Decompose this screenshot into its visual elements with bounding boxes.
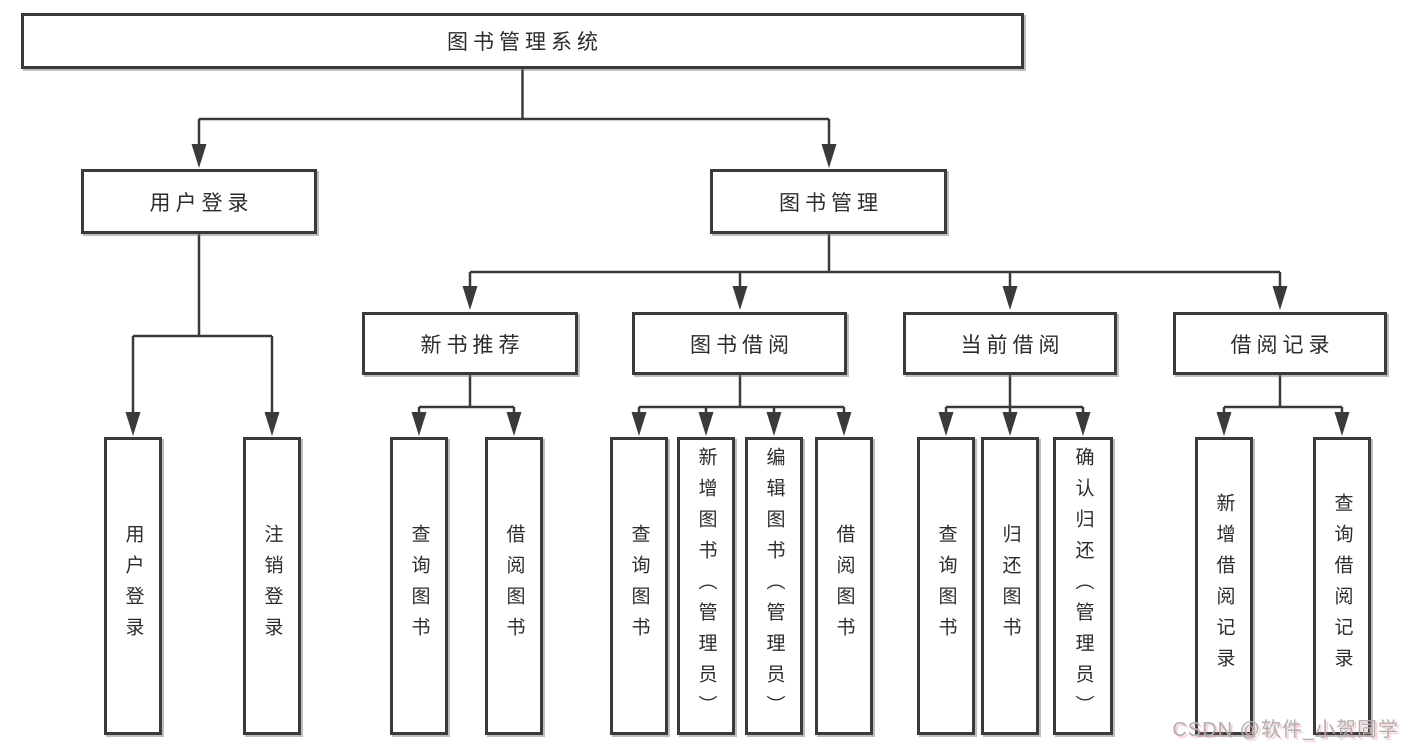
node-current-borrow: 当前借阅 bbox=[903, 312, 1117, 375]
connector-new-book-recommend-to-leaves bbox=[411, 375, 522, 436]
node-book-borrow: 图书借阅 bbox=[632, 312, 847, 375]
node-label: 用户登录 bbox=[149, 191, 254, 215]
connector-line bbox=[197, 69, 831, 146]
node-label: 借阅图书 bbox=[503, 524, 525, 648]
node-label: 查询图书 bbox=[408, 524, 430, 648]
connector-current-borrow-to-leaves bbox=[938, 375, 1091, 436]
arrowhead-icon bbox=[1334, 412, 1350, 436]
node-label: 新增借阅记录 bbox=[1213, 493, 1235, 679]
leaf-add-books-admin: 新增图书（管理员） bbox=[677, 437, 735, 735]
connector-user-login-to-leaves bbox=[125, 234, 280, 436]
connector-line bbox=[417, 375, 516, 414]
arrowhead-icon bbox=[1216, 412, 1232, 436]
arrowhead-icon bbox=[1075, 412, 1091, 436]
arrowhead-icon bbox=[411, 412, 427, 436]
leaf-borrow-books-recommend: 借阅图书 bbox=[485, 437, 543, 735]
node-label: 新增图书（管理员） bbox=[695, 446, 717, 726]
leaf-logout: 注销登录 bbox=[243, 437, 301, 735]
node-label: 借阅记录 bbox=[1230, 333, 1335, 357]
arrowhead-icon bbox=[125, 412, 141, 436]
arrowhead-icon bbox=[631, 412, 647, 436]
connector-line bbox=[468, 234, 1282, 288]
node-user-login: 用户登录 bbox=[81, 169, 317, 234]
leaf-add-borrow-record: 新增借阅记录 bbox=[1195, 437, 1253, 735]
arrowhead-icon bbox=[264, 412, 280, 436]
connector-line bbox=[637, 375, 846, 414]
leaf-query-books-recommend: 查询图书 bbox=[390, 437, 448, 735]
node-label: 确认归还（管理员） bbox=[1072, 446, 1094, 726]
arrowhead-icon bbox=[836, 412, 852, 436]
node-label: 查询图书 bbox=[935, 524, 957, 648]
connector-line bbox=[944, 375, 1085, 414]
node-label: 图书管理 bbox=[779, 191, 883, 215]
node-new-book-recommend: 新书推荐 bbox=[362, 312, 578, 375]
leaf-edit-books-admin: 编辑图书（管理员） bbox=[745, 437, 803, 735]
node-label: 图书管理系统 bbox=[447, 31, 603, 54]
connector-book-management-to-level3 bbox=[462, 234, 1288, 310]
arrowhead-icon bbox=[462, 286, 478, 310]
node-label: 图书借阅 bbox=[690, 333, 794, 357]
leaf-query-books-current: 查询图书 bbox=[917, 437, 975, 735]
node-book-management: 图书管理 bbox=[710, 169, 947, 234]
leaf-query-books-borrow: 查询图书 bbox=[610, 437, 668, 735]
leaf-query-borrow-record: 查询借阅记录 bbox=[1313, 437, 1371, 735]
arrowhead-icon bbox=[766, 412, 782, 436]
node-label: 用户登录 bbox=[122, 524, 144, 648]
arrowhead-icon bbox=[821, 144, 837, 168]
arrowhead-icon bbox=[191, 144, 207, 168]
connector-book-borrow-to-leaves bbox=[631, 375, 852, 436]
arrowhead-icon bbox=[1002, 286, 1018, 310]
leaf-return-books: 归还图书 bbox=[981, 437, 1039, 735]
leaf-confirm-return-admin: 确认归还（管理员） bbox=[1053, 437, 1113, 735]
arrowhead-icon bbox=[506, 412, 522, 436]
arrowhead-icon bbox=[698, 412, 714, 436]
node-label: 当前借阅 bbox=[960, 333, 1065, 357]
leaf-user-login: 用户登录 bbox=[104, 437, 162, 735]
node-borrow-records: 借阅记录 bbox=[1173, 312, 1387, 375]
node-label: 注销登录 bbox=[261, 524, 283, 648]
node-label: 查询借阅记录 bbox=[1331, 493, 1353, 679]
connector-line bbox=[1222, 375, 1344, 414]
arrowhead-icon bbox=[938, 412, 954, 436]
csdn-watermark: CSDN @软件_小贺同学 bbox=[1172, 719, 1399, 741]
node-label: 借阅图书 bbox=[833, 524, 855, 648]
node-label: 编辑图书（管理员） bbox=[763, 446, 785, 726]
leaf-borrow-books: 借阅图书 bbox=[815, 437, 873, 735]
connector-line bbox=[131, 234, 274, 414]
node-label: 归还图书 bbox=[999, 524, 1021, 648]
arrowhead-icon bbox=[732, 286, 748, 310]
connector-borrow-records-to-leaves bbox=[1216, 375, 1350, 436]
node-root-system: 图书管理系统 bbox=[21, 13, 1024, 69]
node-label: 新书推荐 bbox=[420, 333, 525, 357]
arrowhead-icon bbox=[1002, 412, 1018, 436]
connector-root-to-level2 bbox=[191, 69, 837, 168]
arrowhead-icon bbox=[1272, 286, 1288, 310]
node-label: 查询图书 bbox=[628, 524, 650, 648]
